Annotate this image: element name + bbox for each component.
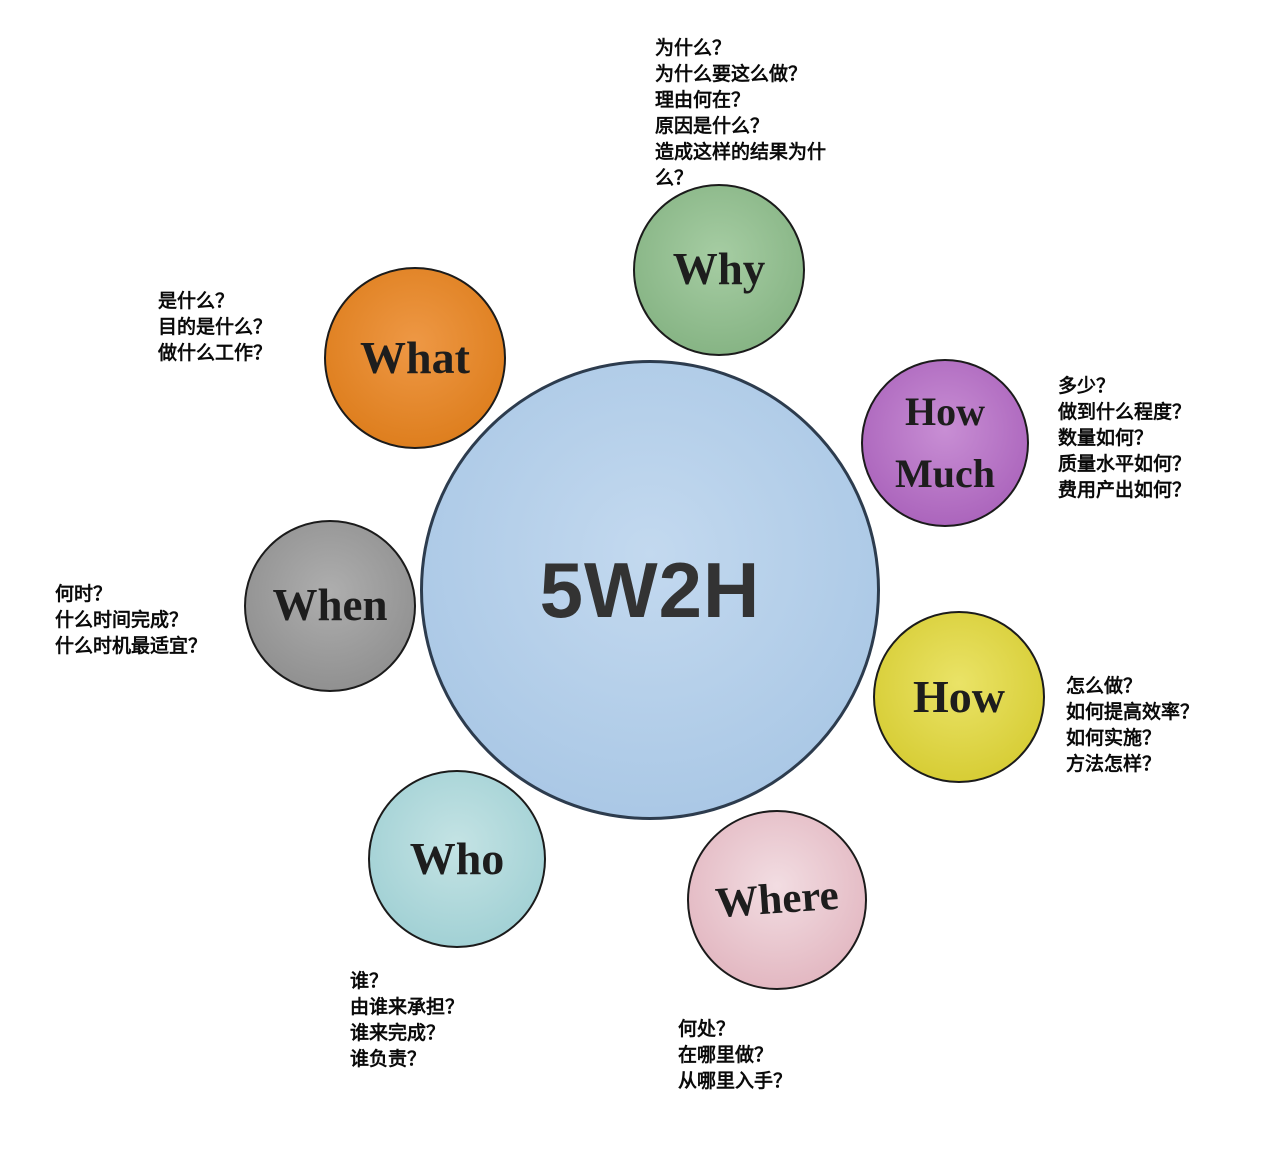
node-where-label: Where xyxy=(713,872,841,928)
node-when-label: When xyxy=(272,580,388,631)
question-line: 什么时间完成？ xyxy=(55,610,189,631)
node-how-much: How Much xyxy=(861,359,1029,527)
question-line: 原因是什么？ xyxy=(655,116,770,137)
question-line: 多少？ xyxy=(1058,376,1116,397)
question-line: 在哪里做？ xyxy=(678,1045,774,1066)
question-line: 质量水平如何？ xyxy=(1058,454,1192,475)
question-line: 做什么工作？ xyxy=(158,343,273,364)
node-how: How xyxy=(873,611,1045,783)
question-line: 数量如何？ xyxy=(1058,428,1154,449)
questions-where: 何处？ 在哪里做？ 从哪里入手？ xyxy=(678,1017,792,1095)
question-line: 何处？ xyxy=(678,1019,736,1040)
questions-when: 何时？ 什么时间完成？ 什么时机最适宜？ xyxy=(55,582,207,660)
question-line: 理由何在？ xyxy=(655,90,751,111)
question-line: 为什么要这么做？ xyxy=(655,64,808,85)
questions-who: 谁？ 由谁来承担？ 谁来完成？ 谁负责？ xyxy=(350,969,464,1073)
question-line: 从哪里入手？ xyxy=(678,1071,793,1092)
node-when: When xyxy=(244,520,416,692)
node-how-much-label: How Much xyxy=(895,389,995,496)
question-line: 如何提高效率？ xyxy=(1066,702,1200,723)
node-how-label: How xyxy=(913,670,1005,722)
question-line: 什么时机最适宜？ xyxy=(55,636,208,657)
node-what: What xyxy=(324,267,506,449)
question-line: 如何实施？ xyxy=(1066,728,1162,749)
central-label: 5W2H xyxy=(539,545,761,634)
node-why: Why xyxy=(633,184,805,356)
question-line: 为什么？ xyxy=(655,38,732,59)
node-where: Where xyxy=(687,810,867,990)
questions-how-much: 多少？ 做到什么程度？ 数量如何？ 质量水平如何？ 费用产出如何？ xyxy=(1058,374,1191,504)
questions-why: 为什么？ 为什么要这么做？ 理由何在？ 原因是什么？ 造成这样的结果为什么？ xyxy=(655,36,826,192)
question-line: 是什么？ xyxy=(158,291,235,312)
node-why-label: Why xyxy=(672,244,766,295)
question-line: 造成这样的结果为什 xyxy=(655,142,827,163)
question-line: 费用产出如何？ xyxy=(1058,480,1192,501)
question-line: 怎么做？ xyxy=(1066,676,1143,697)
questions-what: 是什么？ 目的是什么？ 做什么工作？ xyxy=(158,289,272,367)
node-who-label: Who xyxy=(409,832,505,884)
question-line: 谁负责？ xyxy=(350,1049,427,1070)
central-circle: 5W2H xyxy=(420,360,880,820)
question-line: 谁来完成？ xyxy=(350,1023,446,1044)
questions-how: 怎么做？ 如何提高效率？ 如何实施？ 方法怎样？ xyxy=(1066,674,1199,778)
question-line: 由谁来承担？ xyxy=(350,997,465,1018)
question-line: 么？ xyxy=(655,168,694,189)
node-what-label: What xyxy=(360,331,470,383)
question-line: 做到什么程度？ xyxy=(1058,402,1192,423)
node-who: Who xyxy=(368,770,546,948)
question-line: 方法怎样？ xyxy=(1066,754,1162,775)
question-line: 谁？ xyxy=(350,971,389,992)
question-line: 目的是什么？ xyxy=(158,317,273,338)
question-line: 何时？ xyxy=(55,584,113,605)
